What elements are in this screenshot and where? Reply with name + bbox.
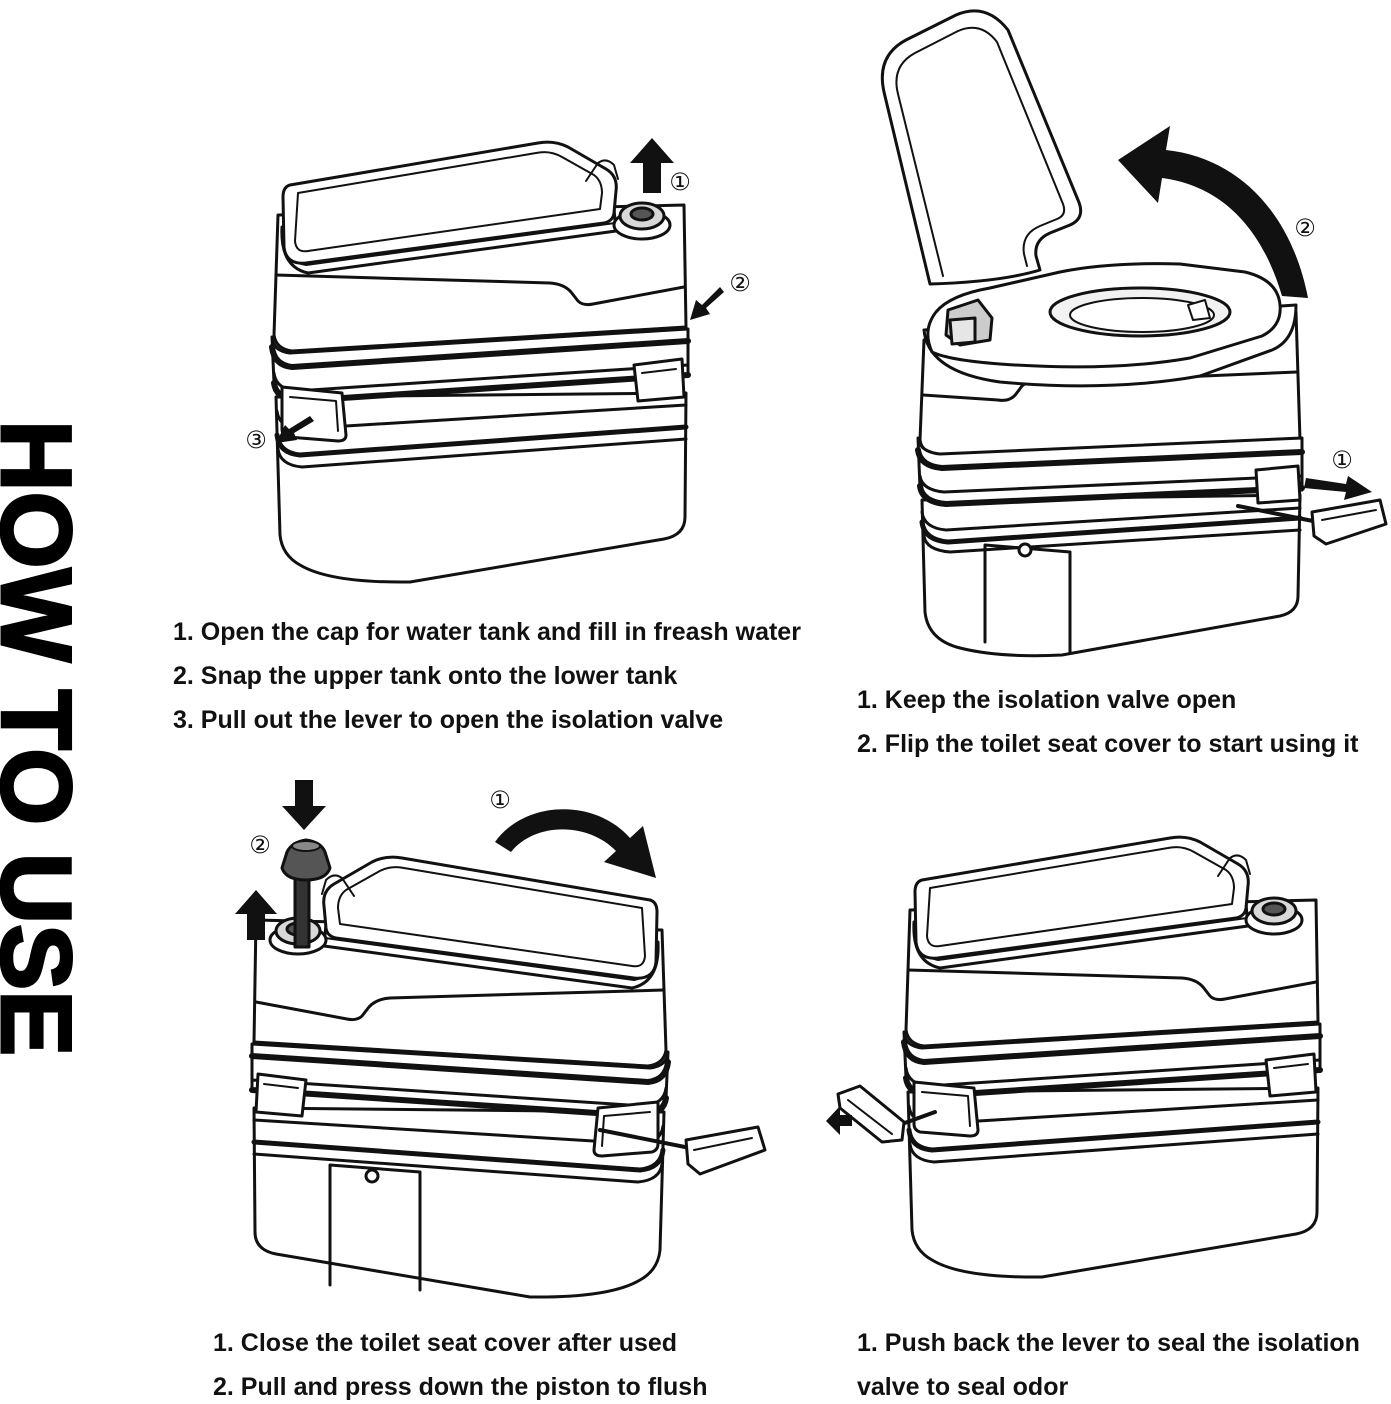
closed-toilet-drawing <box>252 857 668 1297</box>
down-left-arrow-icon <box>690 287 724 320</box>
instruction-line: 1. Push back the lever to seal the isola… <box>857 1329 1360 1357</box>
step-3-illustration: ① ② <box>235 780 767 1297</box>
step-marker: ② <box>729 269 751 297</box>
step-marker: ① <box>1331 446 1353 474</box>
seal-band-line <box>917 483 1305 507</box>
down-arrow-icon <box>282 780 326 830</box>
curved-arrow-icon <box>495 809 656 878</box>
valve-lever-rod <box>900 1110 937 1126</box>
step-4-instructions: 1. Push back the lever to seal the isola… <box>857 1328 1360 1402</box>
open-lid-inner-edge <box>895 26 1066 277</box>
step-1-instructions: 1. Open the cap for water tank and fill … <box>173 617 801 735</box>
valve-lever-handle-line <box>847 1099 893 1135</box>
flush-piston-rod <box>293 873 311 949</box>
curved-arrow-icon <box>1118 126 1308 298</box>
closed-toilet-drawing <box>904 837 1320 1277</box>
pump-knob <box>948 316 977 346</box>
step-marker: ③ <box>245 426 267 454</box>
instruction-line: 2. Pull and press down the piston to flu… <box>213 1373 708 1401</box>
step-marker: ① <box>669 168 691 196</box>
flush-valve-tab <box>1187 299 1211 321</box>
instruction-line: 2. Snap the upper tank onto the lower ta… <box>173 662 678 690</box>
right-arrow-icon <box>1304 476 1372 500</box>
up-arrow-icon <box>630 138 674 193</box>
down-left-arrow-icon <box>276 416 314 443</box>
step-2-instructions: 1. Keep the isolation valve open 2. Flip… <box>857 685 1358 759</box>
lower-tank-rim-line <box>920 506 1302 532</box>
seal-band-line <box>918 474 1304 494</box>
valve-lever-handle <box>836 1084 906 1144</box>
open-lid <box>880 9 1083 286</box>
valve-lever-rod <box>1236 504 1320 524</box>
lower-tank-rim-line <box>922 528 1302 554</box>
step-marker: ① <box>489 786 511 814</box>
step-4-illustration <box>826 837 1320 1277</box>
side-latch <box>1254 464 1302 505</box>
instruction-line: 1. Open the cap for water tank and fill … <box>173 618 801 646</box>
step-marker: ② <box>249 831 271 859</box>
valve-lever-handle-line <box>693 1137 753 1151</box>
instruction-line: 3. Pull out the lever to open the isolat… <box>173 706 724 734</box>
waste-door-knob <box>1017 542 1033 558</box>
valve-lever-rod <box>598 1128 702 1152</box>
instruction-line: 1. Keep the isolation valve open <box>857 686 1237 714</box>
step-1-illustration: ① ② ③ <box>245 138 751 582</box>
up-arrow-icon <box>235 890 277 940</box>
closed-toilet-drawing <box>272 142 688 582</box>
bowl-inner-ring <box>1069 297 1215 333</box>
page-title: HOW TO USE <box>0 419 94 1058</box>
valve-lever-handle-line <box>1321 509 1377 521</box>
instruction-line: valve to seal odor <box>857 1373 1069 1401</box>
step-2-illustration <box>880 9 1388 658</box>
left-arrow-icon <box>826 1106 852 1135</box>
step-3-instructions: 1. Close the toilet seat cover after use… <box>213 1328 707 1402</box>
seal-band-line <box>915 447 1305 471</box>
valve-lever-handle <box>684 1125 767 1176</box>
lower-tank-rim-line <box>919 515 1303 545</box>
waste-door <box>328 1163 422 1292</box>
instruction-line: 2. Flip the toilet seat cover to start u… <box>857 730 1359 758</box>
waste-door-knob <box>364 1168 380 1184</box>
instruction-line: 1. Close the toilet seat cover after use… <box>213 1329 678 1357</box>
step-marker: ② <box>1294 214 1316 242</box>
valve-lever-handle <box>1310 498 1388 546</box>
flush-piston-top <box>291 840 321 852</box>
